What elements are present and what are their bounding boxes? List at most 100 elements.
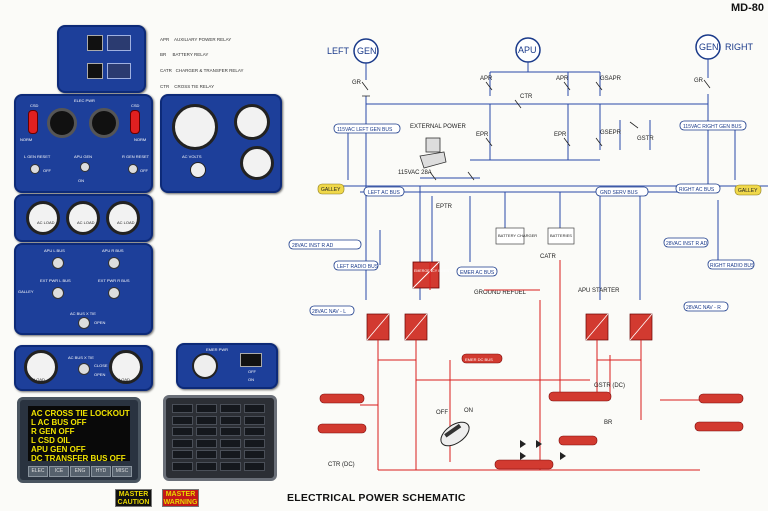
left-gen-bus-label: 115VAC LEFT GEN BUS — [337, 127, 393, 133]
inst-bus-left-label: 28VAC INST R AD — [292, 243, 334, 249]
battery-switch — [440, 421, 470, 447]
ext-pwr-l-bus-label: EXT PWR L BUS — [40, 278, 71, 283]
inst-bus-right-label: 28VAC INST R AD — [666, 241, 708, 247]
csd-right-light[interactable] — [130, 110, 140, 134]
ext-switch[interactable] — [87, 63, 103, 79]
apu-l-bus-switch[interactable] — [52, 257, 64, 269]
eicas-message: L AC BUS OFF — [31, 418, 87, 427]
model-title: MD-80 — [730, 2, 764, 14]
annunciator-light — [220, 450, 241, 459]
off-label: OFF — [436, 410, 448, 416]
batteries-box — [547, 227, 575, 245]
x-tie-switch[interactable] — [78, 317, 90, 329]
apu-label: APU — [518, 45, 537, 55]
annunciator-light — [172, 415, 193, 425]
voltage-label: 115VAC 28A — [398, 170, 432, 176]
annunciator-light — [196, 404, 217, 413]
external-power-label: EXTERNAL POWER — [410, 124, 466, 130]
eicas-key-elec[interactable]: ELEC — [28, 466, 48, 477]
inst-bus-left — [288, 239, 362, 250]
annunciator-light — [220, 438, 241, 448]
apu-switch[interactable] — [87, 35, 103, 51]
catr-label: CATR — [540, 254, 557, 260]
off-label: OFF — [248, 369, 256, 374]
load-label: LOAD — [34, 377, 45, 382]
annunciator-light — [244, 404, 265, 413]
ac-load-gauge-apu — [66, 201, 100, 235]
emer-pwr-label: EMER PWR — [206, 347, 228, 352]
gsapr-label: GSAPR — [600, 76, 622, 82]
annunciator-light — [244, 427, 265, 436]
apu-starter-label: APU STARTER — [578, 288, 620, 294]
gsepr-label: GSEPR — [600, 130, 622, 136]
off-label: OFF — [140, 168, 148, 173]
annunciator-light — [196, 427, 217, 436]
master-warning-button[interactable]: MASTER WARNING — [162, 489, 199, 507]
ext-l-bus-switch[interactable] — [52, 287, 64, 299]
ac-load-label: AC LOAD — [77, 220, 95, 225]
apu-gen-switch[interactable] — [80, 162, 90, 172]
galley-left-tag — [317, 183, 345, 195]
gnd-serv-bus-label: GND SERV BUS — [600, 190, 638, 196]
diode — [520, 452, 526, 460]
radio-bus-left-label: LEFT RADIO BUS — [337, 264, 379, 270]
l-gen-switch[interactable] — [30, 164, 40, 174]
gr-left-label: GR — [352, 80, 362, 86]
dc-bus — [698, 393, 744, 404]
off-label: OFF — [43, 168, 51, 173]
csd-left-light[interactable] — [28, 110, 38, 134]
eicas-key-misc[interactable]: MISC — [112, 466, 132, 477]
eicas-key-ice[interactable]: ICE — [49, 466, 69, 477]
ac-volts-selector[interactable] — [190, 162, 206, 178]
freq-gauge — [234, 104, 270, 140]
left-generator: GEN LEFT — [327, 38, 379, 64]
legend-item: APR AUXILIARY POWER RELAY — [160, 36, 232, 42]
schematic-title: ELECTRICAL POWER SCHEMATIC — [287, 492, 466, 504]
right-ac-bus-label: RIGHT AC BUS — [679, 187, 715, 193]
gstr-label: GSTR — [637, 136, 654, 142]
ext-r-bus-switch[interactable] — [108, 287, 120, 299]
annunciator-light — [220, 427, 241, 436]
dc-bus — [548, 391, 612, 402]
x-tie-load-switch[interactable] — [78, 363, 90, 375]
ext-pwr-r-bus-label: EXT PWR R BUS — [98, 278, 130, 283]
emer-dc-bus — [461, 353, 503, 364]
dc-bus — [694, 421, 744, 432]
ac-load-label: AC LOAD — [117, 220, 135, 225]
eicas-key-hyd[interactable]: HYD — [91, 466, 111, 477]
radio-bus-right-label: RIGHT RADIO BUS — [710, 263, 755, 269]
norm-label-left: NORM — [20, 137, 33, 142]
apu-gen-label: APU GEN — [74, 154, 93, 159]
master-caution-button[interactable]: MASTER CAUTION — [115, 489, 152, 507]
apu-r-bus-switch[interactable] — [108, 257, 120, 269]
diode — [560, 452, 566, 460]
galley-label: GALLEY — [18, 289, 34, 294]
load-gauge-left — [24, 350, 58, 384]
galley-right-tag — [734, 184, 762, 196]
nav-bus-left — [309, 305, 355, 316]
ac-bus-x-tie-label: AC BUS X TIE — [68, 355, 94, 360]
annunciator-light — [172, 450, 193, 459]
radio-bus-right — [707, 259, 755, 270]
r-gen-switch[interactable] — [128, 164, 138, 174]
inst-bus-right — [663, 237, 709, 248]
ext-indicator — [107, 63, 131, 79]
on-label: ON — [464, 408, 473, 414]
annunciator-light — [196, 438, 217, 448]
battery-charger-box — [495, 227, 525, 245]
annunciator-light — [244, 461, 265, 471]
on-label: ON — [78, 178, 84, 183]
right-generator: GEN RIGHT — [695, 34, 754, 60]
annunciator-light — [220, 461, 241, 471]
on-label: ON — [248, 377, 254, 382]
emer-pwr-selector[interactable] — [192, 353, 218, 379]
eicas-key-eng[interactable]: ENG — [70, 466, 90, 477]
nav-bus-left-label: 28VAC NAV - L — [312, 309, 346, 315]
eicas-message: L CSD OIL — [31, 436, 71, 445]
left-ac-bus — [363, 186, 405, 197]
dc-bus — [319, 393, 365, 404]
nav-bus-right-label: 28VAC NAV - R — [686, 305, 721, 311]
load-panel: AC BUS X TIE CLOSE OPEN LOAD LOAD — [14, 345, 153, 391]
emer-pwr-switch[interactable] — [240, 353, 262, 367]
